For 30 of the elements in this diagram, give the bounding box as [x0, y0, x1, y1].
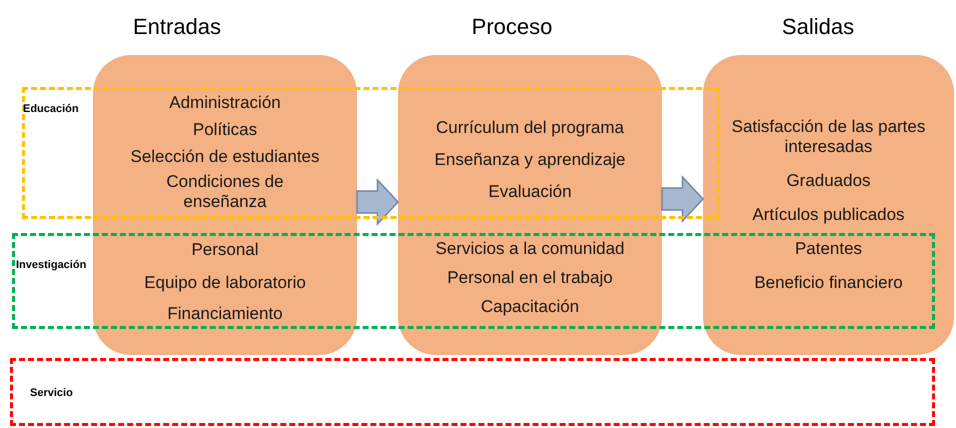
list-item: Enseñanza y aprendizaje — [434, 150, 626, 170]
column-title: Proceso — [472, 14, 552, 40]
band-label: Servicio — [30, 387, 73, 399]
list-item: Artículos publicados — [752, 205, 905, 225]
rounded-box — [398, 55, 662, 355]
list-item: Beneficio financiero — [754, 273, 903, 293]
band-label: Investigación — [16, 259, 86, 271]
list-item: Equipo de laboratorio — [143, 273, 307, 293]
list-item: Graduados — [786, 171, 871, 191]
list-item: Satisfacción de las partes interesadas — [730, 117, 926, 157]
list-item: Currículum del programa — [434, 118, 625, 138]
block-arrow — [356, 178, 400, 226]
rounded-box — [703, 55, 954, 355]
list-item: Financiamiento — [166, 304, 284, 324]
list-item: Capacitación — [480, 297, 580, 317]
column-title: Salidas — [782, 14, 854, 40]
list-item: Políticas — [192, 120, 258, 140]
list-item: Personal en el trabajo — [446, 268, 614, 288]
list-item: Selección de estudiantes — [129, 147, 321, 167]
list-item: Condiciones de enseñanza — [165, 172, 285, 212]
list-item: Patentes — [794, 239, 862, 259]
band-label: Educación — [23, 103, 79, 115]
list-item: Personal — [190, 240, 260, 260]
column-title: Entradas — [132, 14, 222, 40]
list-item: Servicios a la comunidad — [434, 239, 626, 259]
list-item: Administración — [168, 93, 282, 113]
block-arrow — [661, 175, 704, 223]
list-item: Evaluación — [487, 182, 573, 202]
rounded-box — [93, 55, 357, 355]
dashed-band — [10, 358, 935, 426]
